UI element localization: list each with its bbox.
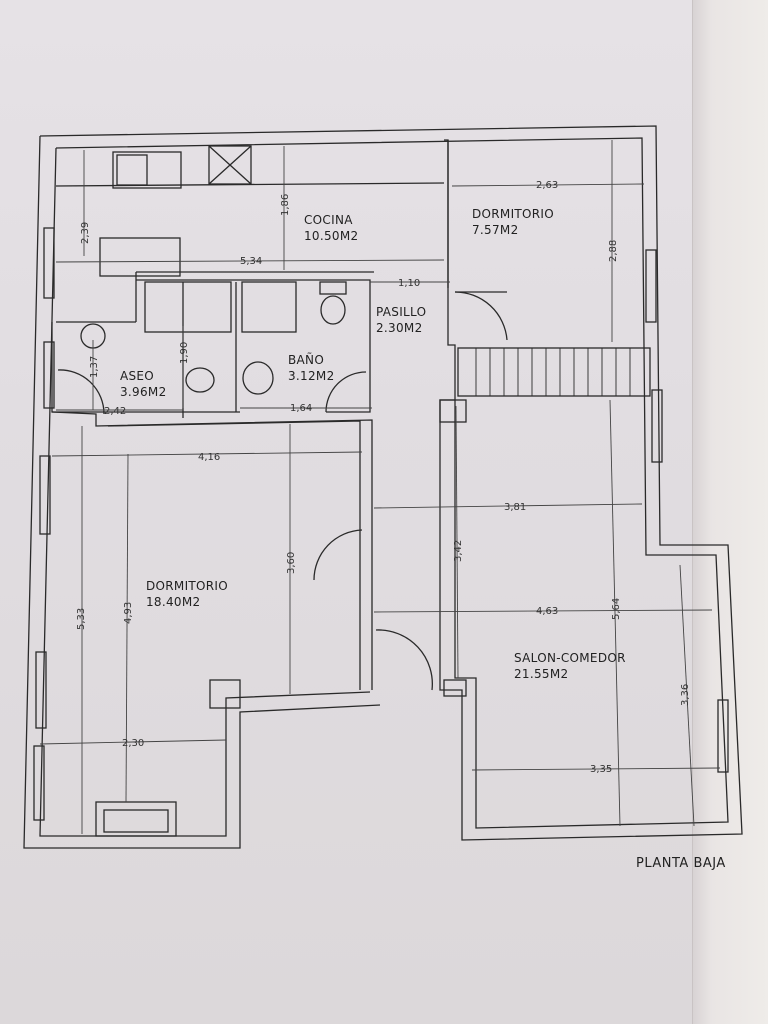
cocina-area: 10.50M2 <box>304 229 358 243</box>
dim-dorm-large-height-c: 4,93 <box>123 602 134 624</box>
dim-pasillo-width: 1,10 <box>398 278 420 289</box>
dormitorio-small-area: 7.57M2 <box>472 223 519 237</box>
cocina-label: COCINA <box>304 213 353 227</box>
outer-wall <box>39 125 743 841</box>
dim-cocina-inner: 1,86 <box>280 194 291 216</box>
dim-aseo-width: 2,42 <box>104 406 126 417</box>
dim-bano-width: 1,64 <box>290 403 312 414</box>
pasillo-area: 2.30M2 <box>376 321 423 335</box>
dim-bano-height: 1,90 <box>179 342 190 364</box>
dim-cocina-height: 2,39 <box>80 222 91 244</box>
plan-title: PLANTA BAJA <box>636 856 726 871</box>
aseo-area: 3.96M2 <box>120 385 167 399</box>
dim-salon-height: 5,64 <box>611 598 622 620</box>
dormitorio-large-label: DORMITORIO <box>146 579 228 593</box>
outer-wall-inner <box>55 137 729 829</box>
left-inner-wall <box>39 147 371 837</box>
left-outer-wall <box>23 135 381 849</box>
dim-dorm-large-bottom: 2,30 <box>122 738 144 749</box>
bano-label: BAÑO <box>288 352 324 367</box>
salon-label: SALON-COMEDOR <box>514 651 626 665</box>
dim-salon-right: 3,36 <box>680 684 691 706</box>
dim-dorm-small-width: 2,63 <box>536 180 558 191</box>
dim-salon-left: 3,42 <box>453 540 464 562</box>
dim-dorm-small-height: 2,88 <box>608 240 619 262</box>
pasillo-label: PASILLO <box>376 305 426 319</box>
dim-salon-upper: 3,81 <box>504 502 526 513</box>
salon-area: 21.55M2 <box>514 667 568 681</box>
dim-aseo-height: 1,37 <box>89 356 100 378</box>
dim-salon-bottom: 3,35 <box>590 764 612 775</box>
dormitorio-small-label: DORMITORIO <box>472 207 554 221</box>
dim-dorm-large-height-b: 5,33 <box>76 608 87 630</box>
dim-cocina-width: 5,34 <box>240 256 262 267</box>
bano-area: 3.12M2 <box>288 369 335 383</box>
dim-dorm-large-width: 4,16 <box>198 452 220 463</box>
aseo-label: ASEO <box>120 369 154 383</box>
dim-salon-width: 4,63 <box>536 606 558 617</box>
dormitorio-large-area: 18.40M2 <box>146 595 200 609</box>
dim-dorm-large-height-a: 3,60 <box>286 552 297 574</box>
paper-fold <box>692 0 768 1024</box>
